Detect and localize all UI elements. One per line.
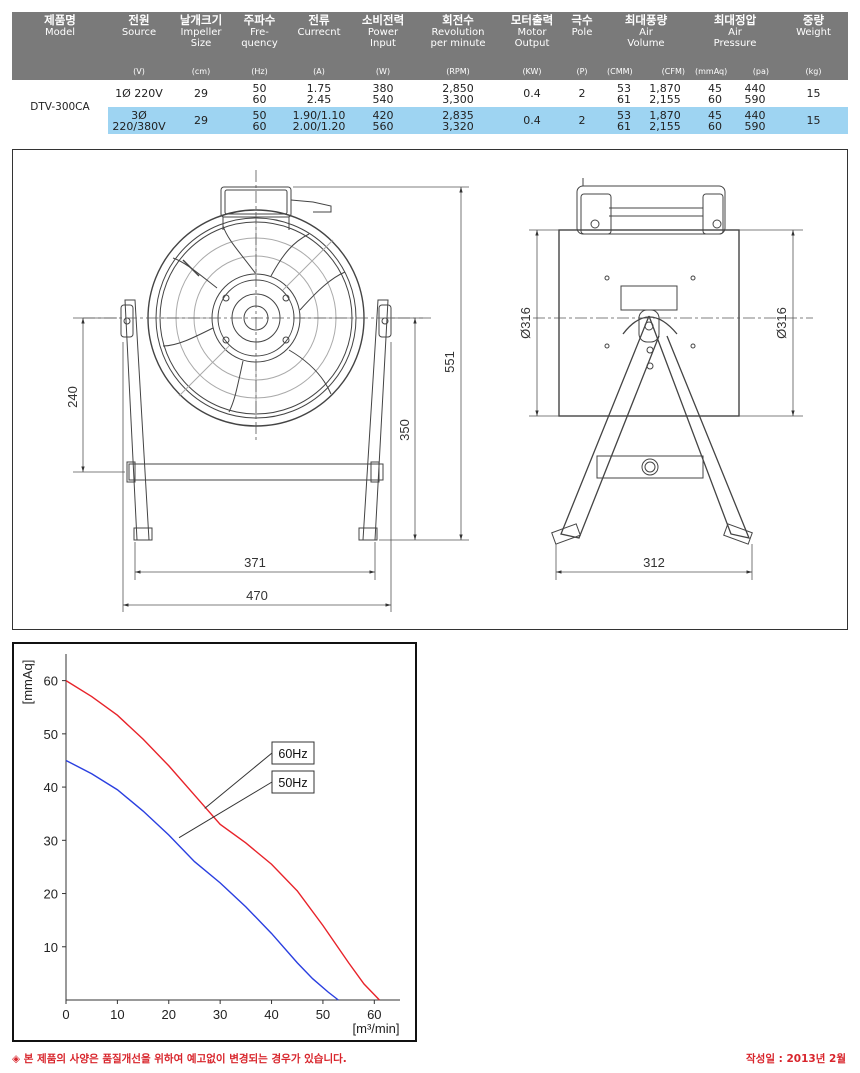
chart-svg: 0 10 20 30 40 50 60 10 20 30 40 50 60 60Hz 50Hz [mmAq… — [20, 654, 400, 1036]
dim-front-axis-height: 240 — [65, 386, 80, 408]
x-tick-label: 60 — [367, 1007, 381, 1022]
y-tick-label: 10 — [44, 940, 58, 955]
pole-cell: 2 — [563, 107, 601, 134]
x-tick-label: 50 — [316, 1007, 330, 1022]
annotation-box — [271, 770, 315, 794]
pole-cell: 2 — [578, 87, 586, 100]
annotation-box — [271, 741, 315, 765]
motor-cell: 0.4 — [523, 87, 541, 100]
side-view — [551, 178, 753, 545]
technical-drawing: 240 551 350 371 470 Ø316 Ø316 312 — [12, 149, 848, 630]
weight-cell: 15 — [806, 87, 821, 100]
source-cell: 1Ø 220V — [115, 87, 163, 100]
footer-date: 작성일 : 2013년 2월 — [746, 1053, 846, 1065]
center-lines — [83, 170, 813, 440]
dim-side-width: 312 — [643, 555, 665, 570]
y-tick-label: 50 — [44, 727, 58, 742]
y-tick-label: 60 — [44, 674, 58, 689]
model-cell: DTV-300CA — [12, 80, 108, 134]
x-tick-label: 20 — [162, 1007, 176, 1022]
y-tick-label: 40 — [44, 780, 58, 795]
dim-front-inner-width: 371 — [244, 555, 266, 570]
x-tick-label: 30 — [213, 1007, 227, 1022]
x-tick-label: 40 — [264, 1007, 278, 1022]
dim-front-stand-height: 350 — [397, 419, 412, 441]
x-tick-label: 0 — [62, 1007, 69, 1022]
dim-side-left-diameter: Ø316 — [518, 307, 533, 339]
dimension-lines — [73, 186, 803, 612]
annotation-leader — [178, 781, 273, 839]
weight-cell: 15 — [779, 107, 848, 134]
dim-front-outer-width: 470 — [246, 588, 268, 603]
motor-cell: 0.4 — [501, 107, 563, 134]
performance-chart: 0 10 20 30 40 50 60 10 20 30 40 50 60 60Hz 50Hz [mmAq… — [12, 642, 417, 1042]
impeller-cell: 29 — [194, 87, 208, 100]
x-tick-label: 10 — [110, 1007, 124, 1022]
annotation-leader — [204, 752, 273, 809]
y-tick-label: 20 — [44, 887, 58, 902]
footer-note: ◈ 본 제품의 사양은 품질개선을 위하여 예고없이 변경되는 경우가 있습니다… — [12, 1053, 347, 1065]
series-line-60hz — [65, 680, 380, 1001]
dim-front-total-height: 551 — [442, 351, 457, 373]
y-tick-label: 30 — [44, 833, 58, 848]
annotation-label: 50Hz — [278, 776, 307, 790]
chart-y-label: [mmAq] — [20, 660, 35, 705]
dim-side-right-diameter: Ø316 — [774, 307, 789, 339]
chart-x-label: [m³/min] — [353, 1021, 400, 1036]
source-cell: 3Ø 220/380V — [108, 107, 170, 134]
annotation-label: 60Hz — [278, 747, 307, 761]
impeller-cell: 29 — [170, 107, 232, 134]
drawing-svg: 240 551 350 371 470 Ø316 Ø316 312 — [65, 170, 813, 612]
series-line-50hz — [65, 759, 339, 1001]
